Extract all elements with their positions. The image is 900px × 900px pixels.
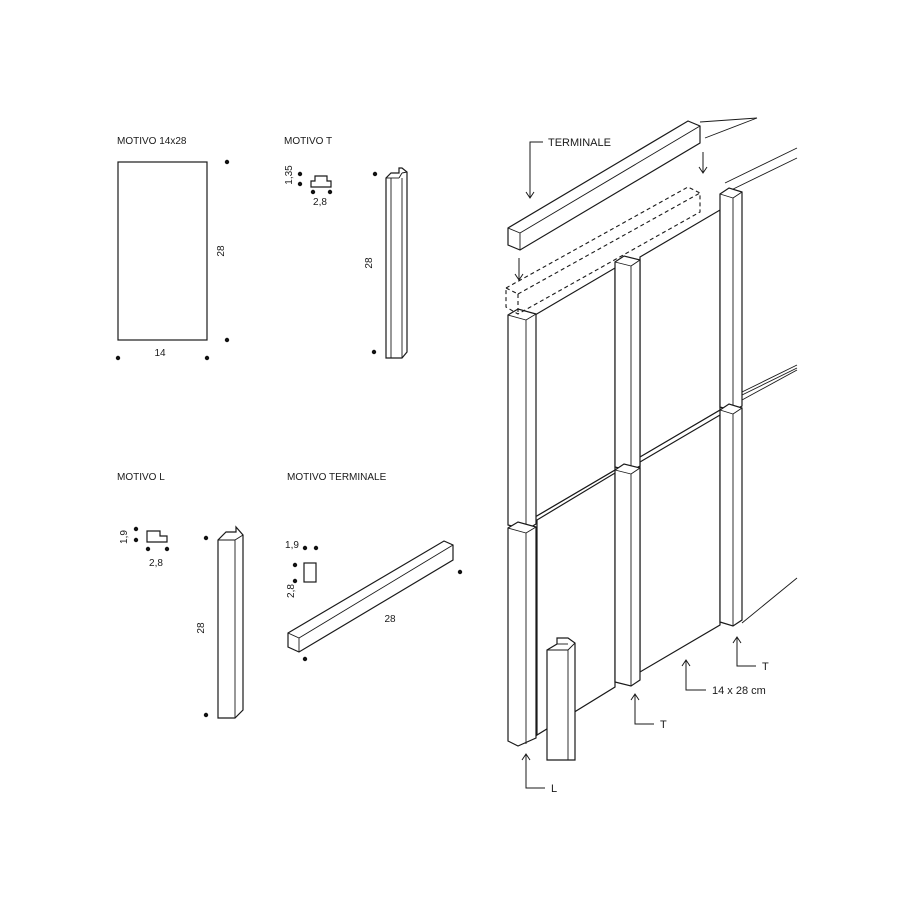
dimension-dot (145, 546, 151, 552)
motivo-terminale-panel: MOTIVO TERMINALE 1,9 2,8 28 (285, 472, 463, 662)
terminale-piece (507, 120, 701, 251)
terminale-depth-label: 1,9 (285, 540, 299, 551)
dimension-dot (292, 562, 298, 568)
dimension-dot (292, 578, 298, 584)
t-width-label: 2,8 (313, 197, 327, 208)
l-post-standalone (546, 637, 576, 761)
motivo-terminale-title: MOTIVO TERMINALE (287, 472, 387, 483)
terminale-length-label: 28 (384, 614, 396, 625)
t-post-lower (719, 403, 743, 627)
motivo-14x28-title: MOTIVO 14x28 (117, 136, 187, 147)
t-label-middle: T (660, 719, 667, 731)
dimension-dot (327, 189, 333, 195)
dimension-dot (297, 181, 303, 187)
dimension-dot (457, 569, 463, 575)
t-length-label: 28 (364, 257, 375, 269)
l-profile-section (146, 530, 168, 543)
t-post-lower (614, 463, 641, 687)
dimension-dot (133, 537, 139, 543)
terminale-bar (287, 540, 454, 653)
t-arrow (634, 694, 654, 725)
height-label: 28 (216, 245, 227, 257)
dimension-dot (224, 337, 230, 343)
width-label: 14 (154, 348, 166, 359)
t-post-upper (614, 255, 641, 472)
motivo-t-title: MOTIVO T (284, 136, 332, 147)
dimension-dot (203, 712, 209, 718)
dimension-dot (313, 545, 319, 551)
motivo-l-title: MOTIVO L (117, 472, 165, 483)
dimension-dot (302, 656, 308, 662)
l-profile-bar (217, 525, 244, 719)
motivo-t-panel: MOTIVO T 1,35 2,8 28 (284, 136, 408, 359)
dimension-dot (297, 171, 303, 177)
terminale-height-label: 2,8 (286, 584, 297, 598)
dimension-dot (372, 171, 378, 177)
dimension-dot (133, 526, 139, 532)
terminale-placeholder (505, 186, 701, 315)
terminale-arrow (529, 141, 543, 198)
l-label: L (551, 783, 557, 795)
t-arrow (736, 637, 756, 667)
t-profile-bar (385, 167, 408, 359)
t-post-upper (719, 187, 743, 412)
l-depth-label: 1,9 (119, 530, 130, 544)
dimension-dot (203, 535, 209, 541)
tile-panel (639, 413, 721, 674)
dimension-dot (371, 349, 377, 355)
terminale-profile-section (303, 562, 317, 583)
assembly-view: TERMINALE T 14 x 28 cm T L (505, 117, 798, 795)
l-post-lower (507, 521, 537, 747)
dimension-dot (115, 355, 121, 361)
t-label-right: T (762, 661, 769, 673)
tile-size-arrow (685, 660, 706, 691)
motivo-l-panel: MOTIVO L 1,9 2,8 28 (117, 472, 244, 719)
t-profile-section (310, 175, 332, 188)
dimension-dot (204, 355, 210, 361)
terminale-label: TERMINALE (548, 137, 611, 149)
dimension-dot (302, 545, 308, 551)
t-depth-label: 1,35 (284, 165, 295, 185)
dimension-dot (164, 546, 170, 552)
l-width-label: 2,8 (149, 558, 163, 569)
tile-panel (639, 208, 721, 459)
l-length-label: 28 (196, 622, 207, 634)
l-post-upper (507, 308, 537, 531)
tile-panel (536, 471, 616, 737)
dimension-dot (224, 159, 230, 165)
tile-size-label: 14 x 28 cm (712, 685, 766, 697)
motivo-14x28-panel: MOTIVO 14x28 14 28 (115, 136, 230, 361)
tile-rectangle (117, 161, 208, 341)
dimension-dot (310, 189, 316, 195)
l-arrow (525, 754, 545, 789)
